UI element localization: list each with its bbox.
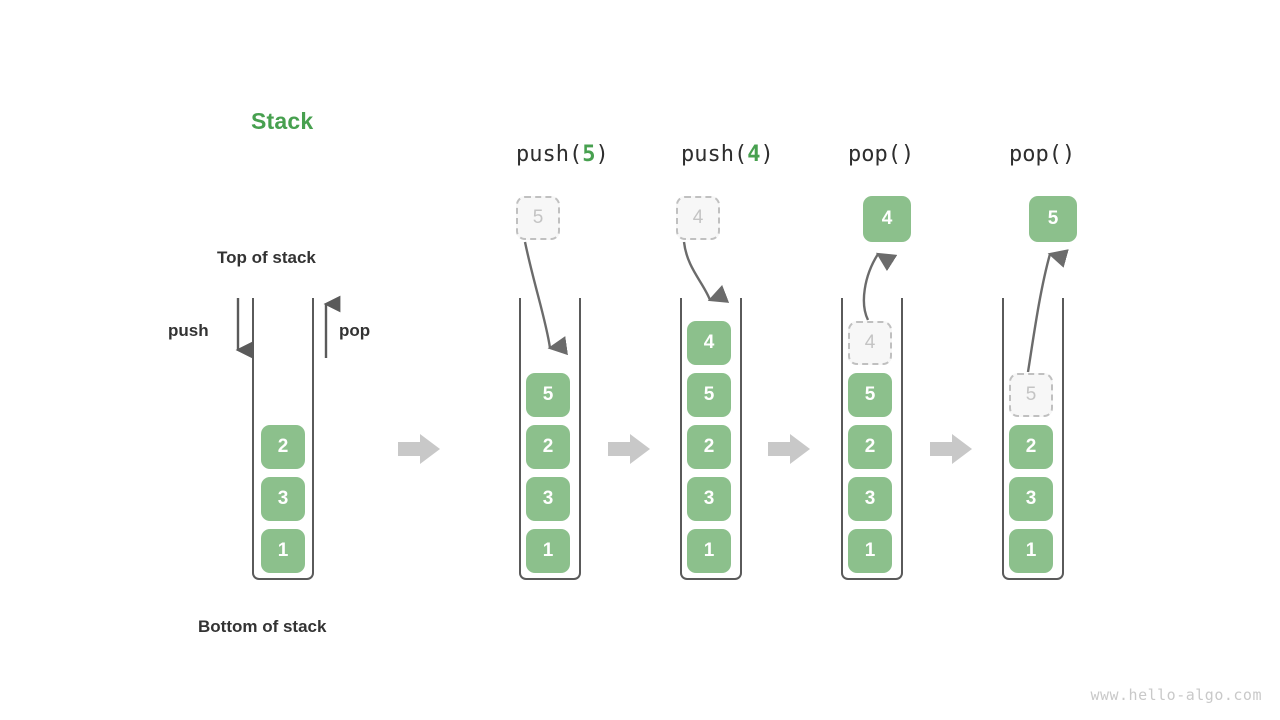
stack-cell: 3 — [1009, 477, 1053, 521]
push-motion-arrow-4 — [682, 241, 730, 303]
stack-cell: 2 — [1009, 425, 1053, 469]
step-chevron-icon — [930, 434, 972, 464]
stack-cell: 1 — [848, 529, 892, 573]
stack-cell: 3 — [687, 477, 731, 521]
column-header-push-5: push(5) — [516, 142, 609, 167]
step-chevron-icon — [768, 434, 810, 464]
header-suffix: ) — [900, 142, 915, 167]
stack-cell-ghost: 5 — [1009, 373, 1053, 417]
floating-popped-cell: 5 — [1029, 196, 1077, 242]
stack-cell: 3 — [848, 477, 892, 521]
step-chevron-icon — [398, 434, 440, 464]
stack-container-push-5 — [519, 298, 581, 580]
stack-container-initial — [252, 298, 314, 580]
header-suffix: ) — [1061, 142, 1076, 167]
stack-cell: 2 — [261, 425, 305, 469]
header-suffix: ) — [595, 142, 609, 167]
floating-ghost-cell: 4 — [676, 196, 720, 240]
stack-cell: 1 — [261, 529, 305, 573]
stack-cell-ghost: 4 — [848, 321, 892, 365]
header-prefix: pop( — [848, 142, 901, 167]
header-arg: 4 — [747, 142, 761, 167]
stack-cell: 1 — [1009, 529, 1053, 573]
stack-cell: 5 — [526, 373, 570, 417]
page-title: Stack — [251, 108, 314, 134]
push-motion-arrow-5 — [523, 241, 568, 356]
pop-motion-arrow-5 — [1026, 249, 1069, 373]
stack-cell: 3 — [526, 477, 570, 521]
pop-motion-arrow-4 — [862, 252, 898, 321]
watermark: www.hello-algo.com — [1090, 686, 1262, 704]
stack-cell: 2 — [526, 425, 570, 469]
step-chevron-icon — [608, 434, 650, 464]
stack-cell: 1 — [526, 529, 570, 573]
floating-popped-cell: 4 — [863, 196, 911, 242]
stack-container-pop-4 — [841, 298, 903, 580]
pop-label: pop — [339, 321, 371, 340]
push-pop-arrows — [235, 295, 341, 359]
stack-container-pop-5 — [1002, 298, 1064, 580]
header-arg: 5 — [582, 142, 596, 167]
bottom-of-stack-label: Bottom of stack — [198, 617, 327, 636]
stack-cell: 3 — [261, 477, 305, 521]
stack-cell: 5 — [848, 373, 892, 417]
column-header-push-4: push(4) — [681, 142, 774, 167]
header-prefix: pop( — [1009, 142, 1062, 167]
top-of-stack-label: Top of stack — [217, 248, 316, 267]
floating-ghost-cell: 5 — [516, 196, 560, 240]
stack-cell: 5 — [687, 373, 731, 417]
stack-cell: 2 — [848, 425, 892, 469]
stack-container-push-4 — [680, 298, 742, 580]
header-prefix: push( — [681, 142, 748, 167]
column-header-pop-5: pop() — [1009, 142, 1075, 167]
stack-cell: 4 — [687, 321, 731, 365]
push-label: push — [168, 321, 209, 340]
stack-cell: 2 — [687, 425, 731, 469]
header-suffix: ) — [760, 142, 774, 167]
column-header-pop-4: pop() — [848, 142, 914, 167]
stack-cell: 1 — [687, 529, 731, 573]
header-prefix: push( — [516, 142, 583, 167]
